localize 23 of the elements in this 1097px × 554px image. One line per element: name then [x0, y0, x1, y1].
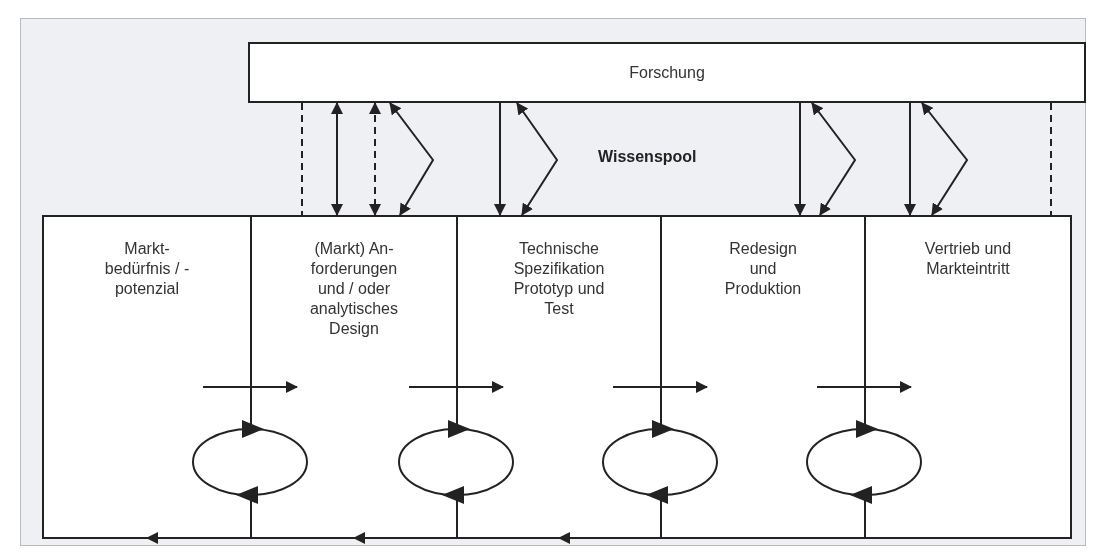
phase-box: [42, 215, 252, 539]
node-text: (Markt) An- forderungen und / oder analytisches Design: [308, 239, 399, 339]
node-text: Vertrieb und Markteintritt: [923, 239, 1013, 279]
node-text: Technische Spezifikation Prototyp und Test: [512, 239, 606, 319]
arrow: [331, 102, 343, 216]
arrow: [612, 381, 708, 393]
arrow: [904, 102, 916, 216]
arrow: [921, 102, 969, 216]
arrow: [408, 381, 504, 393]
node-text: Forschung: [629, 62, 705, 83]
pool-label: Wissenspool: [598, 148, 697, 166]
research-box: [248, 42, 1086, 103]
arrow: [369, 102, 381, 216]
arrow: [811, 102, 857, 216]
node-text: Markt- bedürfnis / -potenzial: [104, 239, 190, 299]
arrow: [389, 102, 435, 216]
phase-box: [864, 215, 1072, 539]
node-text: Redesign und Produktion: [723, 239, 803, 299]
arrow: [794, 102, 806, 216]
arrow: [494, 102, 506, 216]
arrow: [202, 381, 298, 393]
arrow: [516, 102, 559, 216]
arrow: [816, 381, 912, 393]
